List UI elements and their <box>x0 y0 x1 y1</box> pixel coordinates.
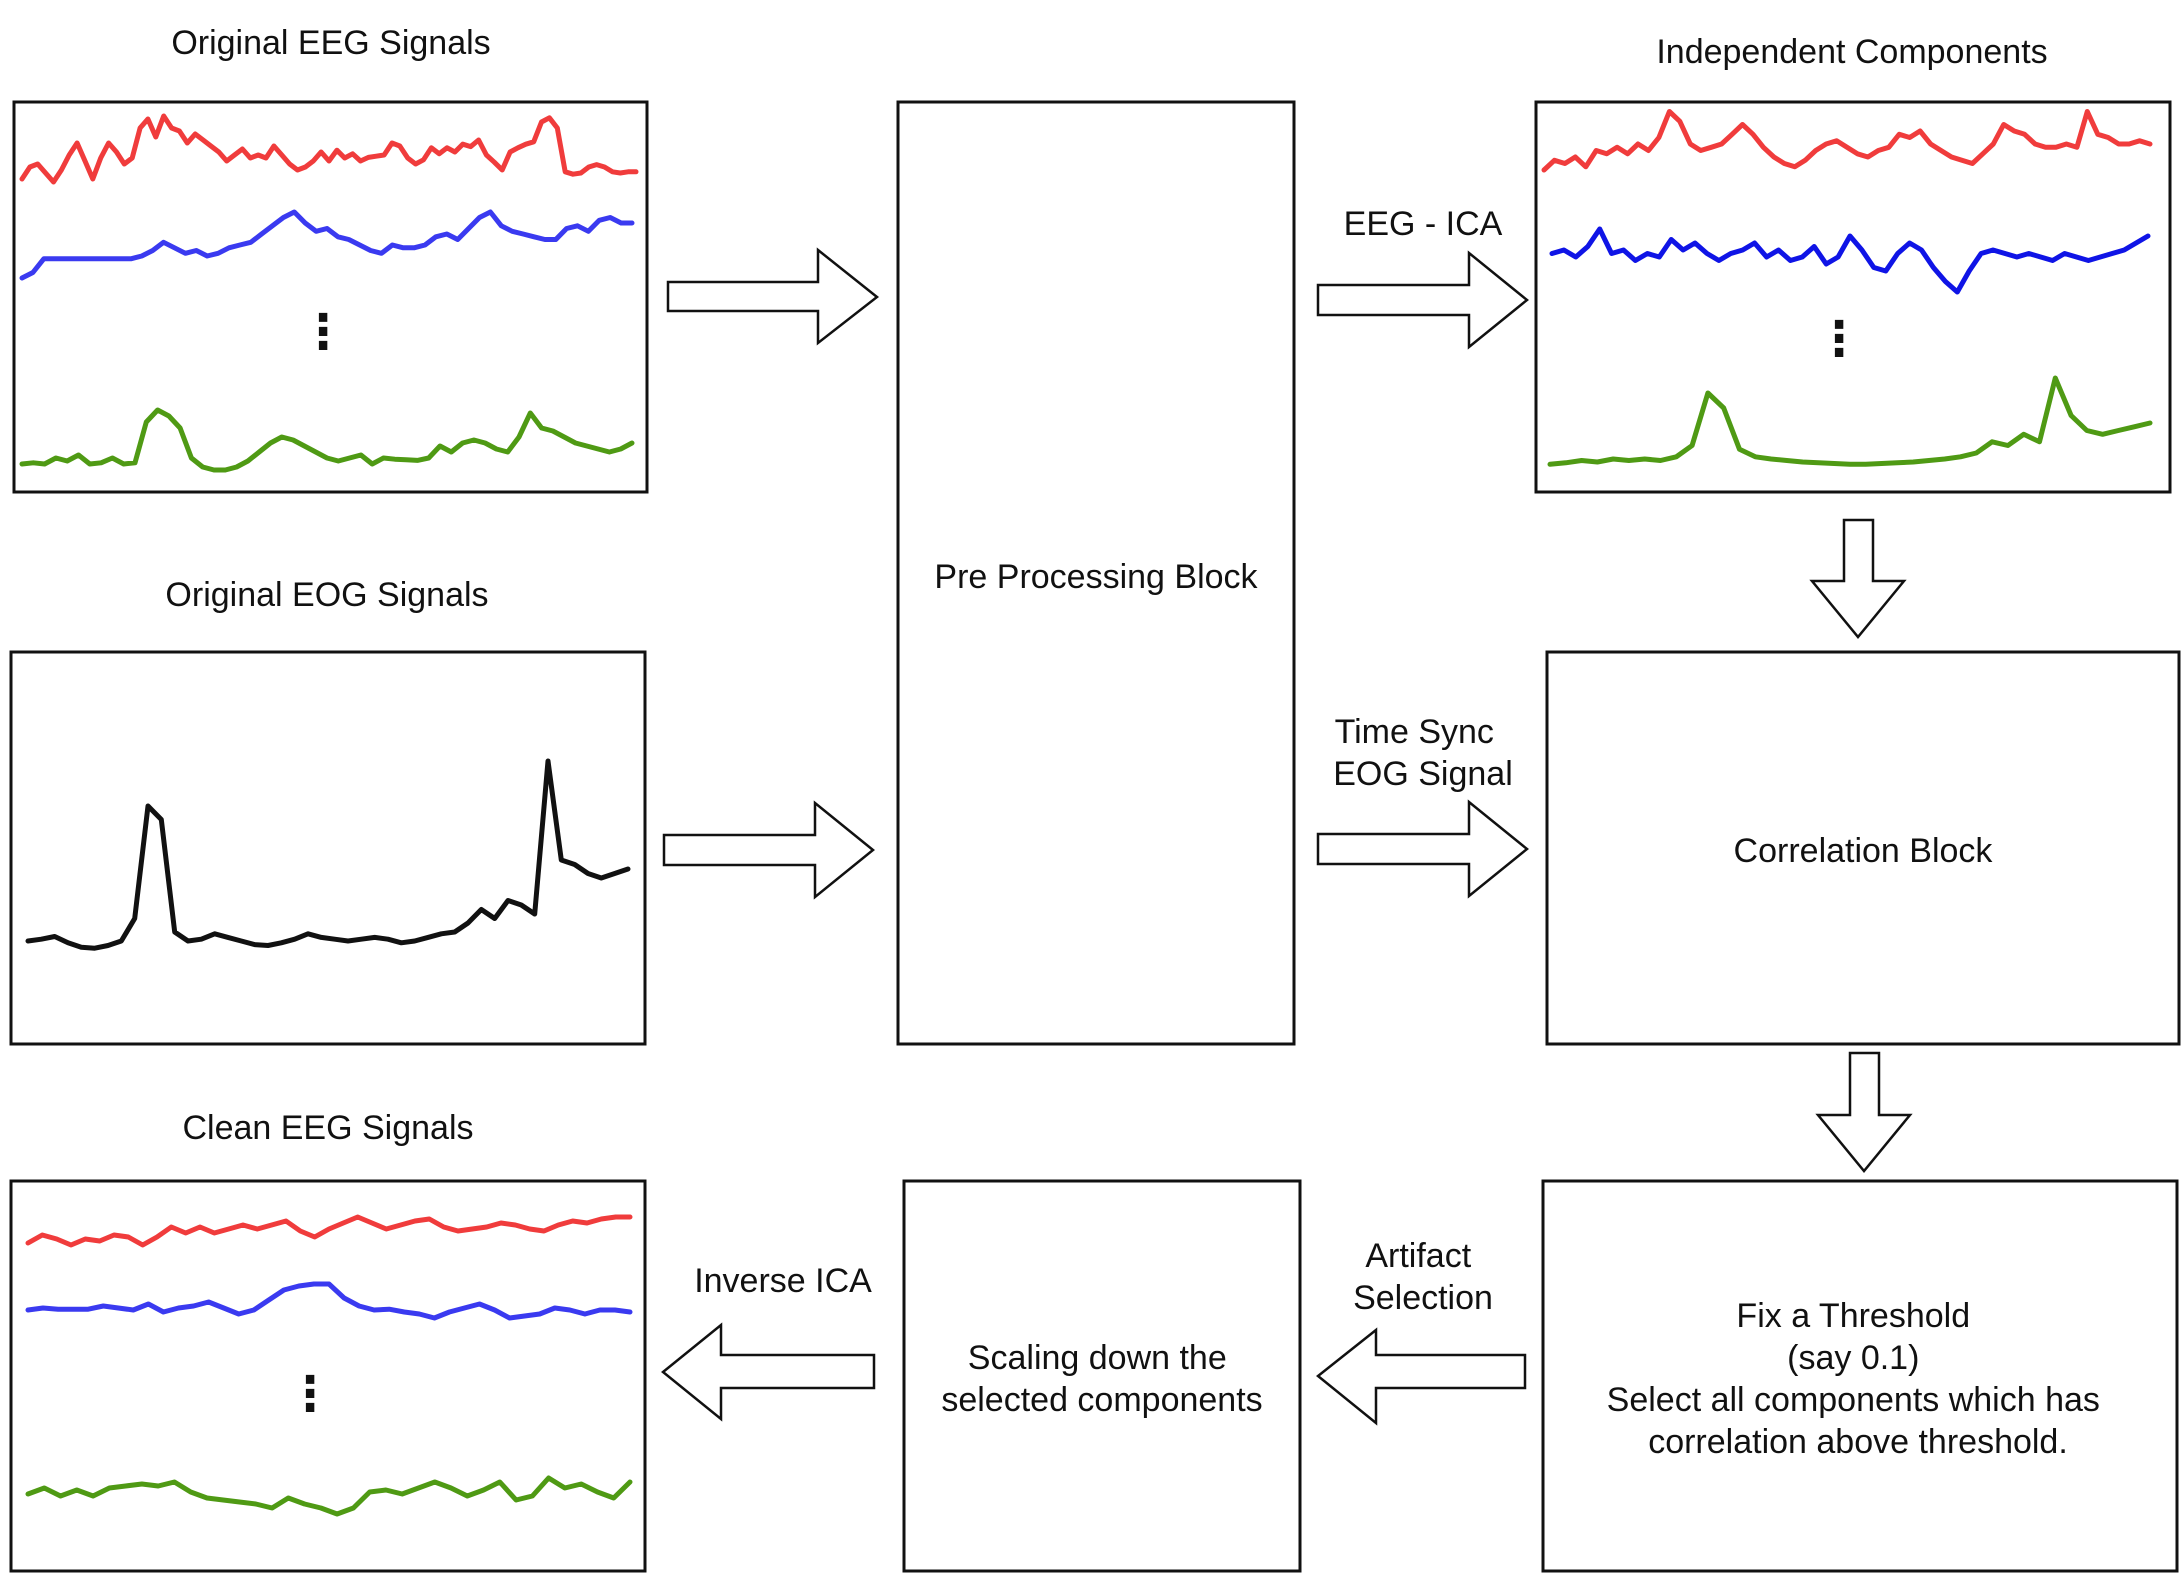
time-sync-line-1: Time Sync <box>1335 713 1494 751</box>
eog-to-preprocessing-arrow <box>662 800 875 900</box>
artifact-selection-label: Artifact Selection <box>1353 1237 1493 1317</box>
preprocessing-label: Pre Processing Block <box>934 558 1258 596</box>
correlation-to-threshold-arrow <box>1815 1051 1913 1173</box>
clean-eeg-frame <box>9 1179 647 1573</box>
threshold-label: Fix a Threshold (say 0.1) Select all com… <box>1607 1297 2110 1461</box>
artifact-selection-line-2: Selection <box>1353 1279 1493 1317</box>
clean-eeg-title: Clean EEG Signals <box>182 1109 473 1147</box>
ic-channel-1-trace <box>1541 109 2153 173</box>
original-eeg-panel: ⋮ <box>12 100 649 494</box>
correlation-line-1: Correlation Block <box>1734 832 1994 870</box>
correlation-label: Correlation Block <box>1734 832 1994 870</box>
independent-components-panel: ⋮ <box>1534 100 2172 494</box>
threshold-line-3: Select all components which has <box>1607 1381 2100 1419</box>
threshold-line-2: (say 0.1) <box>1787 1339 1919 1377</box>
ic-channel-3-trace <box>1547 375 2153 467</box>
clean-eeg-panel: ⋮ <box>9 1179 647 1573</box>
eeg-ica-line-1: EEG - ICA <box>1344 205 1503 243</box>
independent-components-ellipsis: ⋮ <box>1815 311 1863 367</box>
inverse-ica-label: Inverse ICA <box>694 1262 872 1300</box>
original-eog-title: Original EOG Signals <box>165 576 488 614</box>
preprocessing-line-1: Pre Processing Block <box>934 558 1258 596</box>
ica-to-correlation-arrow <box>1809 518 1907 639</box>
scaling-label: Scaling down the selected components <box>941 1339 1262 1419</box>
scaling-block: Scaling down the selected components <box>902 1179 1302 1573</box>
scaling-frame <box>902 1179 1302 1573</box>
original-eeg-ellipsis: ⋮ <box>299 304 347 360</box>
independent-components-title: Independent Components <box>1656 33 2047 71</box>
original-eog-panel <box>9 650 647 1046</box>
time-sync-line-2: EOG Signal <box>1333 755 1513 793</box>
correlation-block: Correlation Block <box>1545 650 2181 1046</box>
eeg-ica-label: EEG - ICA <box>1344 205 1503 243</box>
threshold-to-scaling-arrow <box>1316 1327 1527 1426</box>
eeg-to-preprocessing-arrow <box>666 247 880 346</box>
scaling-to-clean-eeg-arrow <box>661 1322 876 1422</box>
preprocessing-to-correlation-arrow <box>1316 799 1529 899</box>
threshold-block: Fix a Threshold (say 0.1) Select all com… <box>1541 1179 2179 1573</box>
original-eeg-title: Original EEG Signals <box>171 24 490 62</box>
eeg-channel-1-trace <box>19 113 639 185</box>
clean-channel-3-trace <box>25 1475 633 1517</box>
scaling-line-2: selected components <box>941 1381 1262 1419</box>
preprocessing-to-ica-arrow <box>1316 250 1529 350</box>
threshold-frame <box>1541 1179 2179 1573</box>
eeg-channel-2-trace <box>19 209 635 281</box>
time-sync-label: Time Sync EOG Signal <box>1333 713 1513 793</box>
scaling-line-1: Scaling down the <box>968 1339 1227 1377</box>
inverse-ica-line-1: Inverse ICA <box>694 1262 872 1300</box>
threshold-line-4: correlation above threshold. <box>1648 1423 2068 1461</box>
threshold-line-1: Fix a Threshold <box>1736 1297 1970 1335</box>
clean-channel-2-trace <box>25 1281 633 1321</box>
ic-channel-2-trace <box>1549 226 2151 295</box>
clean-channel-1-trace <box>25 1214 633 1248</box>
eog-trace <box>25 758 631 951</box>
independent-components-frame <box>1534 100 2172 494</box>
preprocessing-block: Pre Processing Block <box>896 100 1296 1046</box>
clean-eeg-ellipsis: ⋮ <box>286 1366 334 1422</box>
original-eog-frame <box>9 650 647 1046</box>
artifact-selection-line-1: Artifact <box>1365 1237 1471 1275</box>
correlation-frame <box>1545 650 2181 1046</box>
eeg-channel-3-trace <box>19 407 635 473</box>
preprocessing-frame <box>896 100 1296 1046</box>
